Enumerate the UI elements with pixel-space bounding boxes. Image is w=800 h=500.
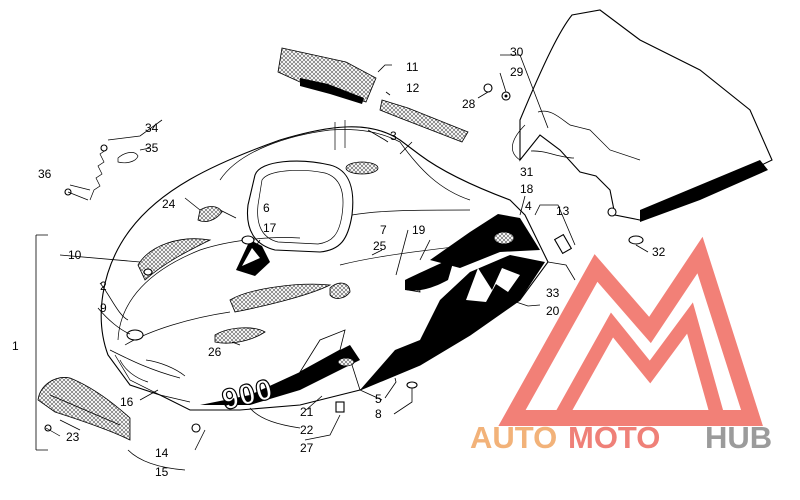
latch-spring-assembly <box>64 144 139 201</box>
label-part-6: 6 <box>263 201 270 215</box>
label-part-35: 35 <box>145 141 159 155</box>
label-part-2: 2 <box>100 279 107 293</box>
label-part-33: 33 <box>546 286 560 300</box>
label-part-20: 20 <box>546 304 560 318</box>
grommet-part-32 <box>628 235 644 245</box>
label-part-27: 27 <box>300 441 314 455</box>
label-part-9: 9 <box>100 301 107 315</box>
label-part-14: 14 <box>155 446 169 460</box>
label-part-24: 24 <box>162 197 176 211</box>
label-part-3: 3 <box>390 129 397 143</box>
label-part-22: 22 <box>300 423 314 437</box>
watermark-hub: HUB <box>705 420 772 455</box>
watermark-auto: AUTO <box>470 420 557 455</box>
label-part-5: 5 <box>375 392 382 406</box>
label-part-1: 1 <box>12 339 19 353</box>
label-part-29: 29 <box>510 65 524 79</box>
label-part-19: 19 <box>412 223 426 237</box>
small-hardware <box>44 233 573 437</box>
watermark-logo <box>498 236 763 426</box>
label-part-11: 11 <box>406 60 419 74</box>
label-part-18: 18 <box>520 182 534 196</box>
part-labels: 1 2 3 4 5 6 7 8 9 10 11 12 13 14 15 16 1… <box>12 45 666 479</box>
label-part-17: 17 <box>263 221 277 235</box>
label-part-28: 28 <box>462 97 476 111</box>
label-part-8: 8 <box>375 407 382 421</box>
label-part-23: 23 <box>66 430 80 444</box>
front-bumper-23 <box>37 377 131 441</box>
label-part-26: 26 <box>208 345 222 359</box>
top-trim-12 <box>379 99 469 143</box>
label-part-31: 31 <box>520 165 534 179</box>
label-part-12: 12 <box>406 81 420 95</box>
label-part-13: 13 <box>556 204 570 218</box>
label-part-10: 10 <box>68 248 82 262</box>
label-part-30: 30 <box>510 45 524 59</box>
top-trim-11 <box>277 47 377 104</box>
label-part-15: 15 <box>155 465 169 479</box>
label-part-21: 21 <box>300 405 314 419</box>
label-part-34: 34 <box>145 121 159 135</box>
label-part-4: 4 <box>525 199 532 213</box>
label-part-16: 16 <box>120 395 134 409</box>
watermark-text: AUTO MOTO HUB <box>470 420 772 455</box>
watermark-moto: MOTO <box>568 420 660 455</box>
leader-lines <box>35 54 649 471</box>
label-part-32: 32 <box>652 245 666 259</box>
label-part-25: 25 <box>373 239 387 253</box>
label-part-7: 7 <box>380 223 387 237</box>
windshield <box>512 9 773 245</box>
label-part-36: 36 <box>38 167 52 181</box>
hood-assembly: 900 <box>100 120 549 417</box>
